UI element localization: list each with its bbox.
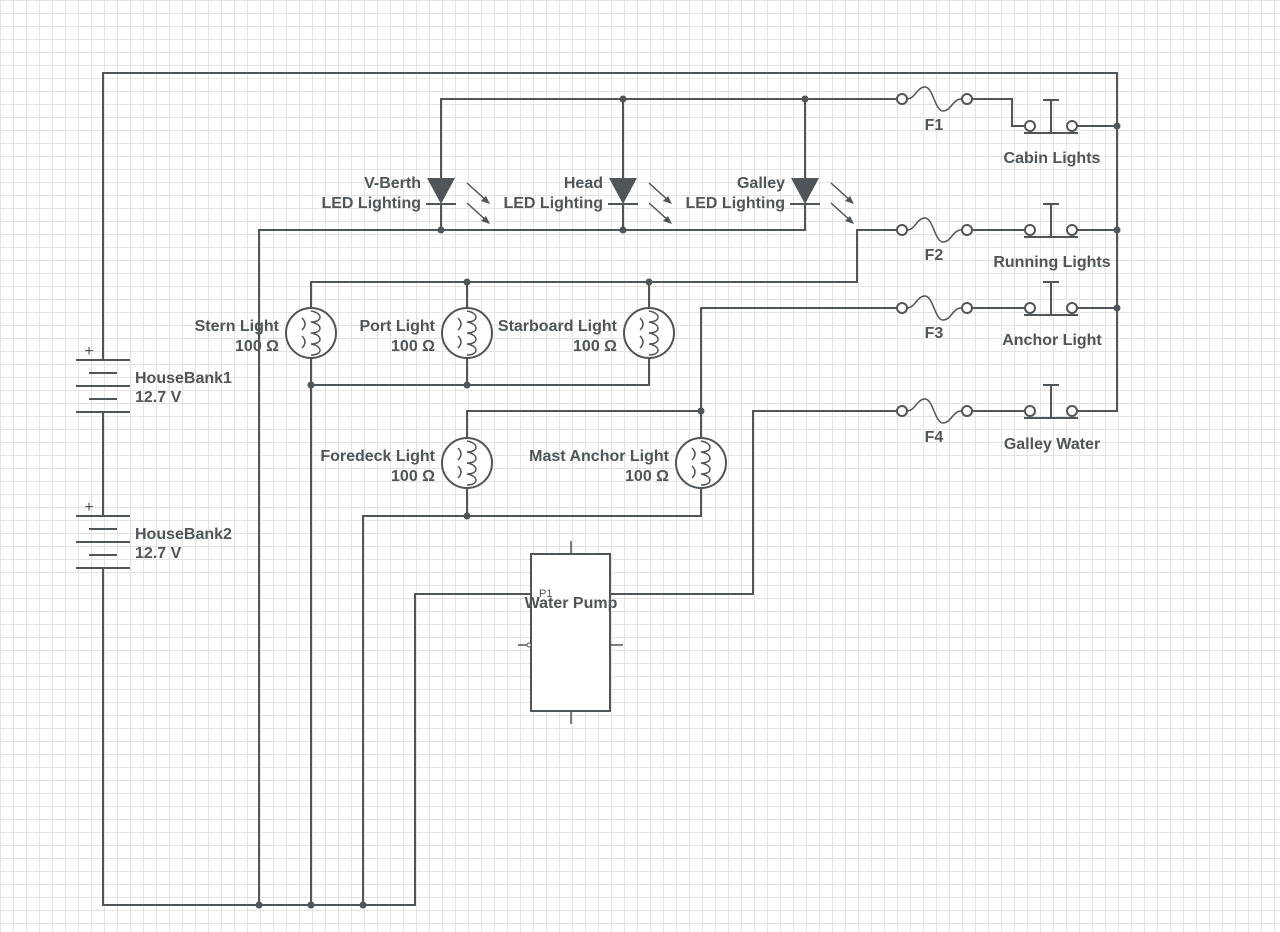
lamp-stern-light[interactable]: Stern Light 100 Ω: [195, 307, 337, 359]
water-pump[interactable]: P1 Water Pump: [518, 541, 623, 724]
battery-housebank1[interactable]: + HouseBank1 12.7 V: [76, 343, 232, 413]
fuse-label: F4: [925, 429, 944, 446]
switch-label: Anchor Light: [1002, 332, 1102, 349]
lamp-name: Port Light: [359, 318, 435, 335]
led-light-arrows-icon: [466, 182, 490, 224]
fuse-label: F2: [925, 247, 944, 264]
switch-galley-water[interactable]: Galley Water: [1004, 384, 1100, 453]
switch-cabin-lights[interactable]: Cabin Lights: [1004, 99, 1101, 167]
lamp-filament-icon: [310, 310, 321, 356]
fuse-f3[interactable]: F3: [896, 295, 973, 342]
battery-housebank2[interactable]: + HouseBank2 12.7 V: [76, 499, 232, 569]
junctions: [255, 95, 1121, 909]
led-v-berth[interactable]: V-Berth LED Lighting: [321, 175, 490, 224]
lamp-name: Foredeck Light: [320, 448, 435, 465]
switch-anchor-light[interactable]: Anchor Light: [1002, 281, 1102, 349]
lamp-value: 100 Ω: [391, 338, 435, 355]
switch-label: Cabin Lights: [1004, 150, 1101, 167]
lamp-filament-icon: [466, 310, 477, 356]
lamp-mast-anchor-light[interactable]: Mast Anchor Light 100 Ω: [529, 437, 727, 489]
led-label-line2: LED Lighting: [503, 195, 603, 212]
led-label-line2: LED Lighting: [321, 195, 421, 212]
lamp-filament-icon: [700, 440, 711, 486]
battery-plus-sign: +: [84, 343, 93, 360]
fuse-icon: [906, 295, 962, 321]
lamp-filament-icon: [466, 440, 477, 486]
fuse-f2[interactable]: F2: [896, 217, 973, 264]
battery-name: HouseBank1: [135, 370, 232, 387]
fuse-icon: [906, 86, 962, 112]
led-head[interactable]: Head LED Lighting: [503, 175, 672, 224]
fuse-label: F3: [925, 325, 944, 342]
led-light-arrows-icon: [648, 182, 672, 224]
pump-name: Water Pump: [525, 595, 618, 612]
fuse-f4[interactable]: F4: [896, 398, 973, 446]
lamp-value: 100 Ω: [625, 468, 669, 485]
fuse-icon: [906, 398, 962, 424]
lamp-value: 100 Ω: [391, 468, 435, 485]
lamp-port-light[interactable]: Port Light 100 Ω: [359, 307, 493, 359]
battery-name: HouseBank2: [135, 526, 232, 543]
wires: [102, 72, 1118, 906]
battery-plus-sign: +: [84, 499, 93, 516]
lamp-filament-icon: [648, 310, 659, 356]
lamp-value: 100 Ω: [235, 338, 279, 355]
lamp-foredeck-light[interactable]: Foredeck Light 100 Ω: [320, 437, 493, 489]
battery-voltage: 12.7 V: [135, 389, 182, 406]
lamp-name: Stern Light: [195, 318, 280, 335]
switch-running-lights[interactable]: Running Lights: [993, 203, 1111, 271]
pump-reference: P1: [539, 588, 552, 600]
lamp-value: 100 Ω: [573, 338, 617, 355]
led-galley[interactable]: Galley LED Lighting: [685, 175, 854, 224]
battery-voltage: 12.7 V: [135, 545, 182, 562]
switch-label: Running Lights: [993, 254, 1110, 271]
fuse-icon: [906, 217, 962, 243]
lamp-name: Starboard Light: [498, 318, 618, 335]
lamp-name: Mast Anchor Light: [529, 448, 670, 465]
switch-label: Galley Water: [1004, 436, 1100, 453]
fuse-f1[interactable]: F1: [896, 86, 973, 134]
lamp-starboard-light[interactable]: Starboard Light 100 Ω: [498, 307, 675, 359]
led-label-line1: V-Berth: [364, 175, 421, 192]
led-label-line2: LED Lighting: [685, 195, 785, 212]
led-label-line1: Head: [564, 175, 603, 192]
fuse-label: F1: [925, 117, 944, 134]
led-light-arrows-icon: [830, 182, 854, 224]
led-label-line1: Galley: [737, 175, 785, 192]
